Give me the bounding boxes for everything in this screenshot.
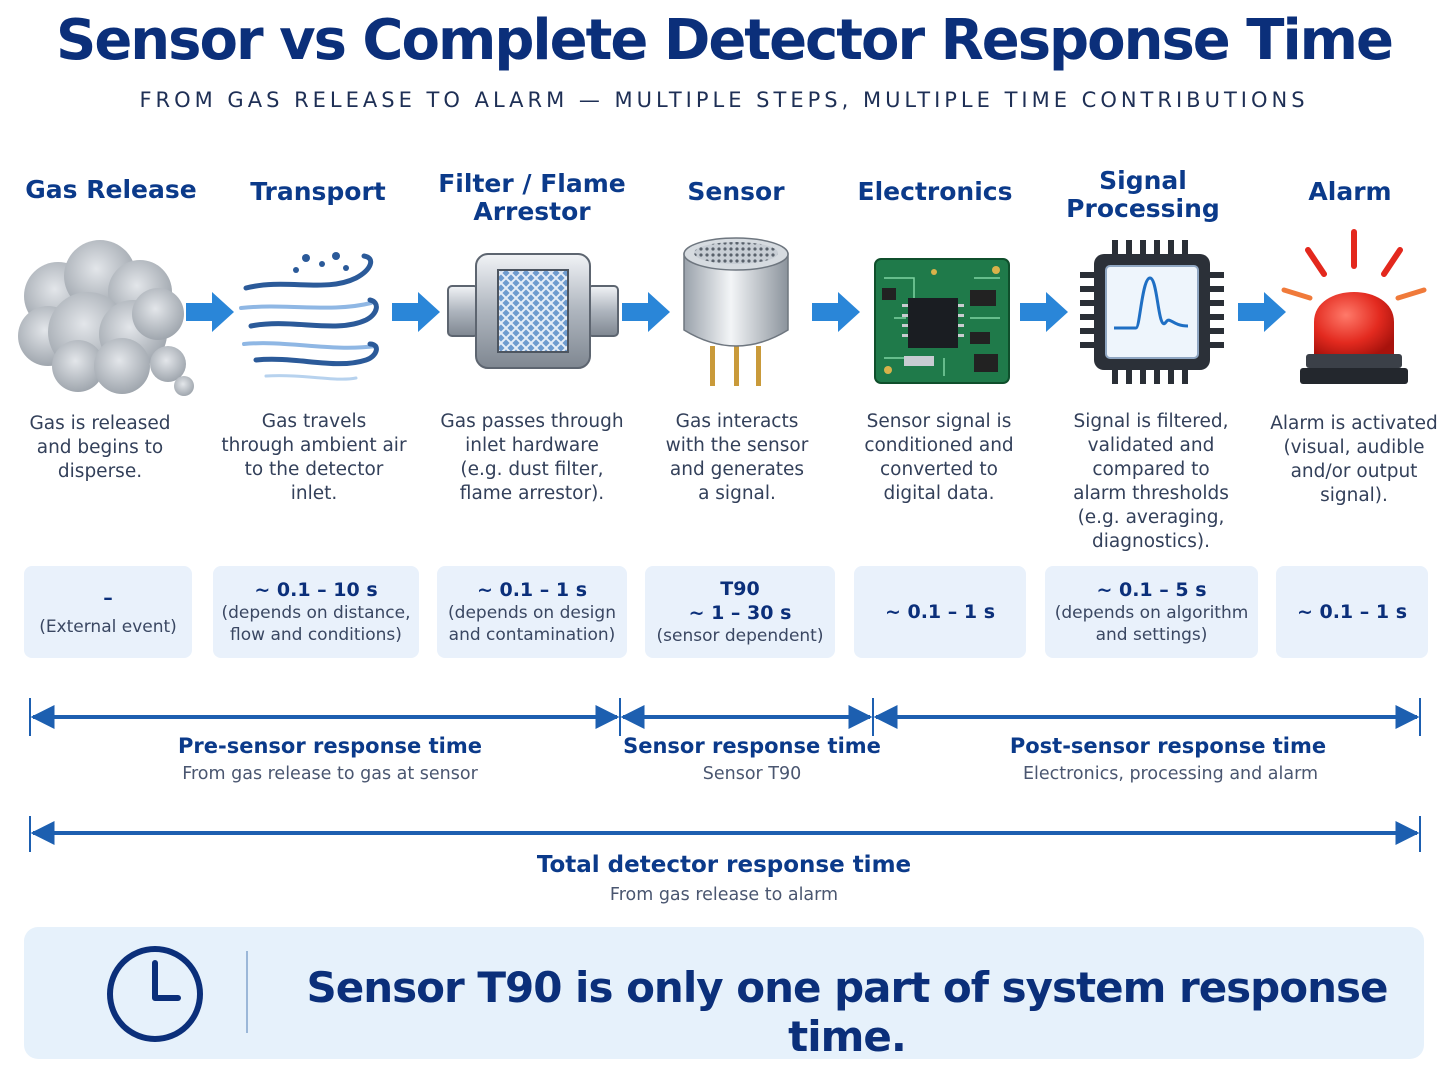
time-box-filter: ~ 0.1 – 1 s (depends on design and conta… [437, 566, 627, 658]
post-sensor-label: Post-sensor response time [1009, 734, 1327, 758]
flow-arrow-icon [186, 292, 234, 332]
filter-icon [447, 253, 619, 369]
summary-divider [246, 951, 248, 1033]
time-note: (depends on distance, flow and condition… [221, 603, 411, 645]
time-box-gas-release: – (External event) [24, 566, 192, 658]
time-note: (depends on design and contamination) [448, 603, 616, 645]
step-title-signal-processing: Signal Processing [1066, 166, 1220, 223]
step-title-alarm: Alarm [1308, 177, 1392, 206]
time-value: ~ 0.1 – 1 s [1296, 601, 1408, 623]
processor-chip-icon [1080, 240, 1224, 384]
time-box-transport: ~ 0.1 – 10 s (depends on distance, flow … [213, 566, 419, 658]
time-box-signal-processing: ~ 0.1 – 5 s (depends on algorithm and se… [1045, 566, 1258, 658]
time-value: ~ 0.1 – 1 s [476, 579, 588, 601]
step-title-electronics: Electronics [857, 177, 1013, 206]
alarm-beacon-icon [1281, 229, 1427, 384]
step-title-gas-release: Gas Release [25, 175, 197, 204]
step-desc-filter: Gas passes through inlet hardware (e.g. … [440, 411, 624, 504]
total-label: Total detector response time [536, 852, 912, 878]
flow-arrow-icon [812, 292, 860, 332]
step-desc-alarm: Alarm is activated (visual, audible and/… [1270, 413, 1438, 506]
sensor-span-label: Sensor response time [623, 734, 881, 758]
airflow-icon [239, 252, 379, 381]
circuit-board-icon [874, 258, 1010, 384]
step-title-transport: Transport [250, 177, 386, 206]
summary-text: Sensor T90 is only one part of system re… [306, 963, 1389, 1061]
page-subtitle: FROM GAS RELEASE TO ALARM — MULTIPLE STE… [139, 88, 1309, 112]
step-desc-transport: Gas travels through ambient air to the d… [221, 411, 407, 504]
summary-banner: Sensor T90 is only one part of system re… [24, 927, 1424, 1061]
pre-sensor-sub: From gas release to gas at sensor [182, 764, 478, 784]
step-title-filter: Filter / Flame Arrestor [438, 169, 626, 226]
time-value: ~ 0.1 – 10 s [254, 579, 378, 601]
time-box-alarm: ~ 0.1 – 1 s [1276, 566, 1428, 658]
post-sensor-sub: Electronics, processing and alarm [1022, 764, 1319, 784]
time-value: T90 ~ 1 – 30 s [688, 578, 792, 624]
time-note: (External event) [39, 617, 177, 637]
pre-sensor-label: Pre-sensor response time [178, 734, 482, 758]
clock-icon [107, 946, 203, 1042]
gas-cloud-icon [18, 240, 194, 396]
flow-arrow-icon [1020, 292, 1068, 332]
flow-arrow-icon [1238, 292, 1286, 332]
step-title-sensor: Sensor [687, 177, 785, 206]
step-desc-gas-release: Gas is released and begins to disperse. [29, 413, 171, 482]
sensor-span-sub: Sensor T90 [702, 764, 802, 784]
span-arrows [29, 698, 1421, 852]
time-value: – [103, 587, 113, 609]
total-sub: From gas release to alarm [609, 885, 839, 905]
sensor-icon [683, 237, 789, 386]
step-desc-electronics: Sensor signal is conditioned and convert… [864, 411, 1014, 504]
time-value: ~ 0.1 – 5 s [1096, 579, 1207, 601]
flow-arrow-icon [392, 292, 440, 332]
time-note: (depends on algorithm and settings) [1054, 603, 1249, 645]
time-note: (sensor dependent) [656, 626, 824, 646]
step-desc-sensor: Gas interacts with the sensor and genera… [665, 411, 809, 504]
flow-arrow-icon [622, 292, 670, 332]
step-desc-signal-processing: Signal is filtered, validated and compar… [1073, 411, 1229, 552]
time-box-electronics: ~ 0.1 – 1 s [854, 566, 1026, 658]
time-value: ~ 0.1 – 1 s [884, 601, 996, 623]
page-title: Sensor vs Complete Detector Response Tim… [55, 8, 1394, 73]
time-box-sensor: T90 ~ 1 – 30 s (sensor dependent) [645, 566, 835, 658]
